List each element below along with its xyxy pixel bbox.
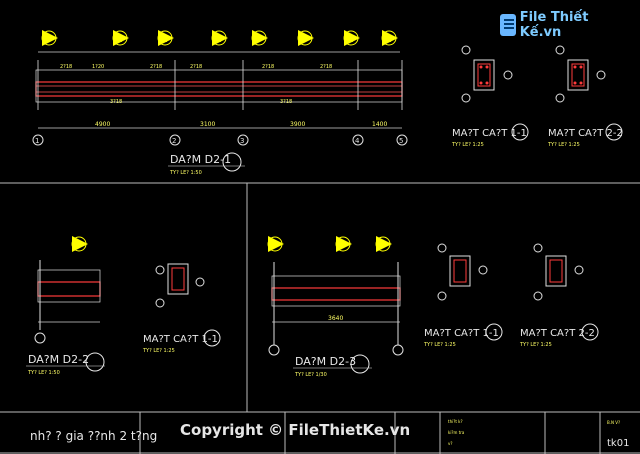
- section-1-1-top: MA?T CA?T 1-1 TY? LE? 1:25: [451, 45, 529, 148]
- beam3-scale: TY? LE? 1/30: [294, 372, 327, 378]
- svg-text:3?18: 3?18: [280, 99, 292, 105]
- dim-label: 1400: [372, 121, 387, 128]
- section3-scale: TY? LE? 1:25: [142, 348, 175, 354]
- file-icon: [500, 14, 516, 36]
- section1-title: MA?T CA?T 1-1: [452, 128, 527, 139]
- top-grid-bubbles: 3 2 1 2 3 3 2 1: [41, 30, 398, 46]
- grid-bubble: 3: [297, 30, 314, 46]
- section-1-1-bottom-right: MA?T CA?T 1-1 TY? LE? 1:25: [423, 243, 503, 348]
- svg-text:2?18: 2?18: [190, 64, 202, 70]
- beam1-scale: TY? LE? 1:50: [169, 170, 202, 176]
- axis-label: 2: [172, 137, 176, 145]
- section-1-1-bottom-left: MA?T CA?T 1-1 TY? LE? 1:25: [142, 263, 221, 354]
- sheet-number: tk01: [607, 438, 629, 449]
- beam-d2-1: 3 2 1 2 3 3 2 1 2?18 1?20 2?18 2?18 2?18 2?1…: [32, 30, 408, 176]
- svg-text:2?18: 2?18: [150, 64, 162, 70]
- watermark-logo: File Thiết Kế.vn: [500, 10, 620, 40]
- logo-text: File Thiết Kế.vn: [519, 10, 589, 40]
- svg-text:3?18: 3?18: [110, 99, 122, 105]
- axis-label: 4: [355, 137, 360, 145]
- grid-bubble-label: 3: [302, 35, 308, 45]
- grid-bubble: 2: [211, 30, 228, 46]
- section3-title: MA?T CA?T 1-1: [143, 334, 218, 345]
- dim-label: 3640: [328, 315, 343, 322]
- axis-label: 5: [399, 137, 403, 145]
- beam1-title: DA?M D2-1: [170, 153, 231, 166]
- grid-bubble-label: 2: [348, 35, 354, 45]
- grid-bubble: 2: [112, 30, 129, 46]
- grid-bubble-label: 1: [386, 35, 392, 45]
- section5-title: MA?T CA?T 2-2: [520, 328, 595, 339]
- svg-text:1?20: 1?20: [92, 64, 104, 70]
- beam2-title: DA?M D2-2: [28, 353, 89, 366]
- beam-d2-2: DA?M D2-2 TY? LE? 1:50: [26, 236, 105, 376]
- beam-d2-3: 3640 DA?M D2-3 TY? LE? 1/30: [267, 236, 404, 378]
- dim-label: 3900: [290, 121, 305, 128]
- grid-bubble-label: 1: [162, 35, 168, 45]
- project-name: nh? ? gia ??nh 2 t?ng: [30, 429, 157, 443]
- svg-text:2?18: 2?18: [320, 64, 332, 70]
- title-design: thi?t k?: [448, 419, 463, 424]
- title-check: ki?m tra: [448, 430, 465, 435]
- title-block: nh? ? gia ??nh 2 t?ng thi?t k? ki?m tra …: [30, 419, 629, 449]
- svg-text:2?18: 2?18: [60, 64, 72, 70]
- section-2-2-bottom-right: MA?T CA?T 2-2 TY? LE? 1:25: [519, 243, 599, 348]
- dim-label: 4900: [95, 121, 110, 128]
- section1-scale: TY? LE? 1:25: [451, 142, 484, 148]
- section4-scale: TY? LE? 1:25: [423, 342, 456, 348]
- grid-bubble: 3: [41, 30, 58, 46]
- grid-bubble: 1: [381, 30, 398, 46]
- section2-scale: TY? LE? 1:25: [547, 142, 580, 148]
- section4-title: MA?T CA?T 1-1: [424, 328, 499, 339]
- section-2-2-top: MA?T CA?T 2-2 TY? LE? 1:25: [547, 45, 623, 148]
- grid-bubble: 3: [251, 30, 268, 46]
- svg-text:2?18: 2?18: [262, 64, 274, 70]
- copyright-watermark: Copyright © FileThietKe.vn: [180, 421, 411, 439]
- axis-label: 1: [35, 137, 39, 145]
- grid-bubble-label: 2: [216, 35, 222, 45]
- sheet-frame: [0, 182, 640, 454]
- beam2-scale: TY? LE? 1:50: [27, 370, 60, 376]
- beam3-title: DA?M D2-3: [295, 355, 356, 368]
- grid-bubble: 2: [343, 30, 360, 46]
- grid-bubble-label: 2: [117, 35, 123, 45]
- grid-bubble: 1: [157, 30, 174, 46]
- title-ban-ve: B.N V?: [607, 420, 620, 425]
- dim-label: 3100: [200, 121, 215, 128]
- grid-bubble-label: 3: [46, 35, 52, 45]
- title-draw: v?: [448, 441, 453, 446]
- axis-label: 3: [240, 137, 244, 145]
- section2-title: MA?T CA?T 2-2: [548, 128, 623, 139]
- grid-bubble-label: 3: [256, 35, 262, 45]
- section5-scale: TY? LE? 1:25: [519, 342, 552, 348]
